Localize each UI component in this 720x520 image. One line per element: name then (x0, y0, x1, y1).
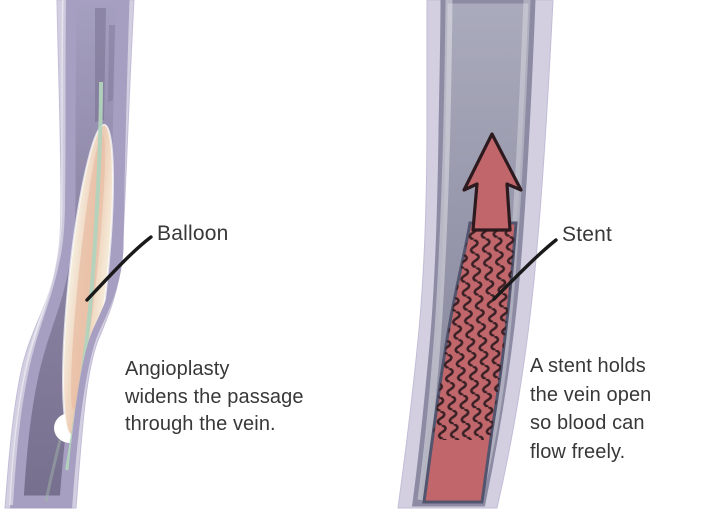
lumen-shadow-streaks (95, 8, 106, 122)
balloon-label: Balloon (157, 222, 229, 245)
balloon-leader-line (85, 235, 153, 302)
stent-leader-line (492, 238, 558, 301)
lumen-shadow-streak-2 (108, 25, 115, 102)
left-vein-wall (10, 0, 130, 509)
left-vein-highlight (9, 0, 66, 506)
right-vein-highlight-left (417, 0, 453, 501)
angioplasty-caption: Angioplasty widens the passage through t… (125, 358, 304, 435)
left-vein (4, 0, 135, 509)
stent-label: Stent (562, 223, 613, 246)
catheter-line-lower (44, 439, 62, 502)
right-vein (397, 0, 554, 509)
stent-caption: A stent holds the vein open so blood can… (530, 355, 652, 463)
blood-flow-arrow-icon (462, 132, 523, 232)
